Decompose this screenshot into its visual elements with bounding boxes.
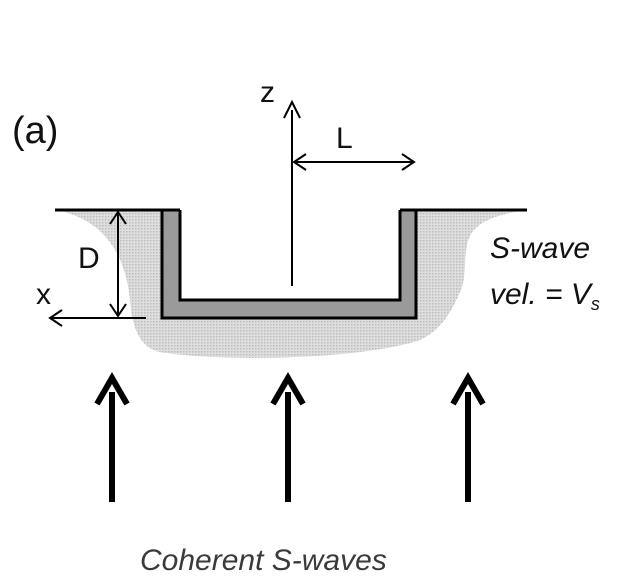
z-axis-label: z xyxy=(260,76,275,109)
incident-wave-arrow-left xyxy=(94,371,130,502)
foundation-outer-outline xyxy=(160,210,418,320)
incident-wave-arrow-right xyxy=(450,371,486,502)
x-axis-arrowhead-icon xyxy=(48,309,63,327)
incident-waves-caption: Coherent S-waves xyxy=(140,544,387,577)
depth-bottom-arrowhead-icon xyxy=(109,303,127,318)
velocity-subscript: s xyxy=(590,294,600,314)
up-arrow-icon xyxy=(94,371,130,406)
up-arrow-icon xyxy=(450,371,486,406)
x-axis-label: x xyxy=(36,278,51,311)
soil-region xyxy=(56,210,527,358)
foundation-inner-outline xyxy=(178,210,402,302)
depth-top-arrowhead-icon xyxy=(109,210,127,225)
panel-label: (a) xyxy=(12,110,59,152)
incident-wave-arrow-center xyxy=(270,371,306,502)
foundation-wall xyxy=(162,210,416,318)
half-width-label: L xyxy=(336,122,353,155)
depth-label: D xyxy=(78,242,100,275)
up-arrow-icon xyxy=(270,371,306,406)
velocity-label: vel. = Vs xyxy=(490,278,600,314)
z-axis-arrowhead-icon xyxy=(283,99,301,119)
half-width-right-arrowhead-icon xyxy=(401,153,416,171)
s-wave-label: S-wave xyxy=(490,232,591,265)
half-width-left-arrowhead-icon xyxy=(292,153,307,171)
velocity-prefix: vel. = V xyxy=(490,278,591,311)
